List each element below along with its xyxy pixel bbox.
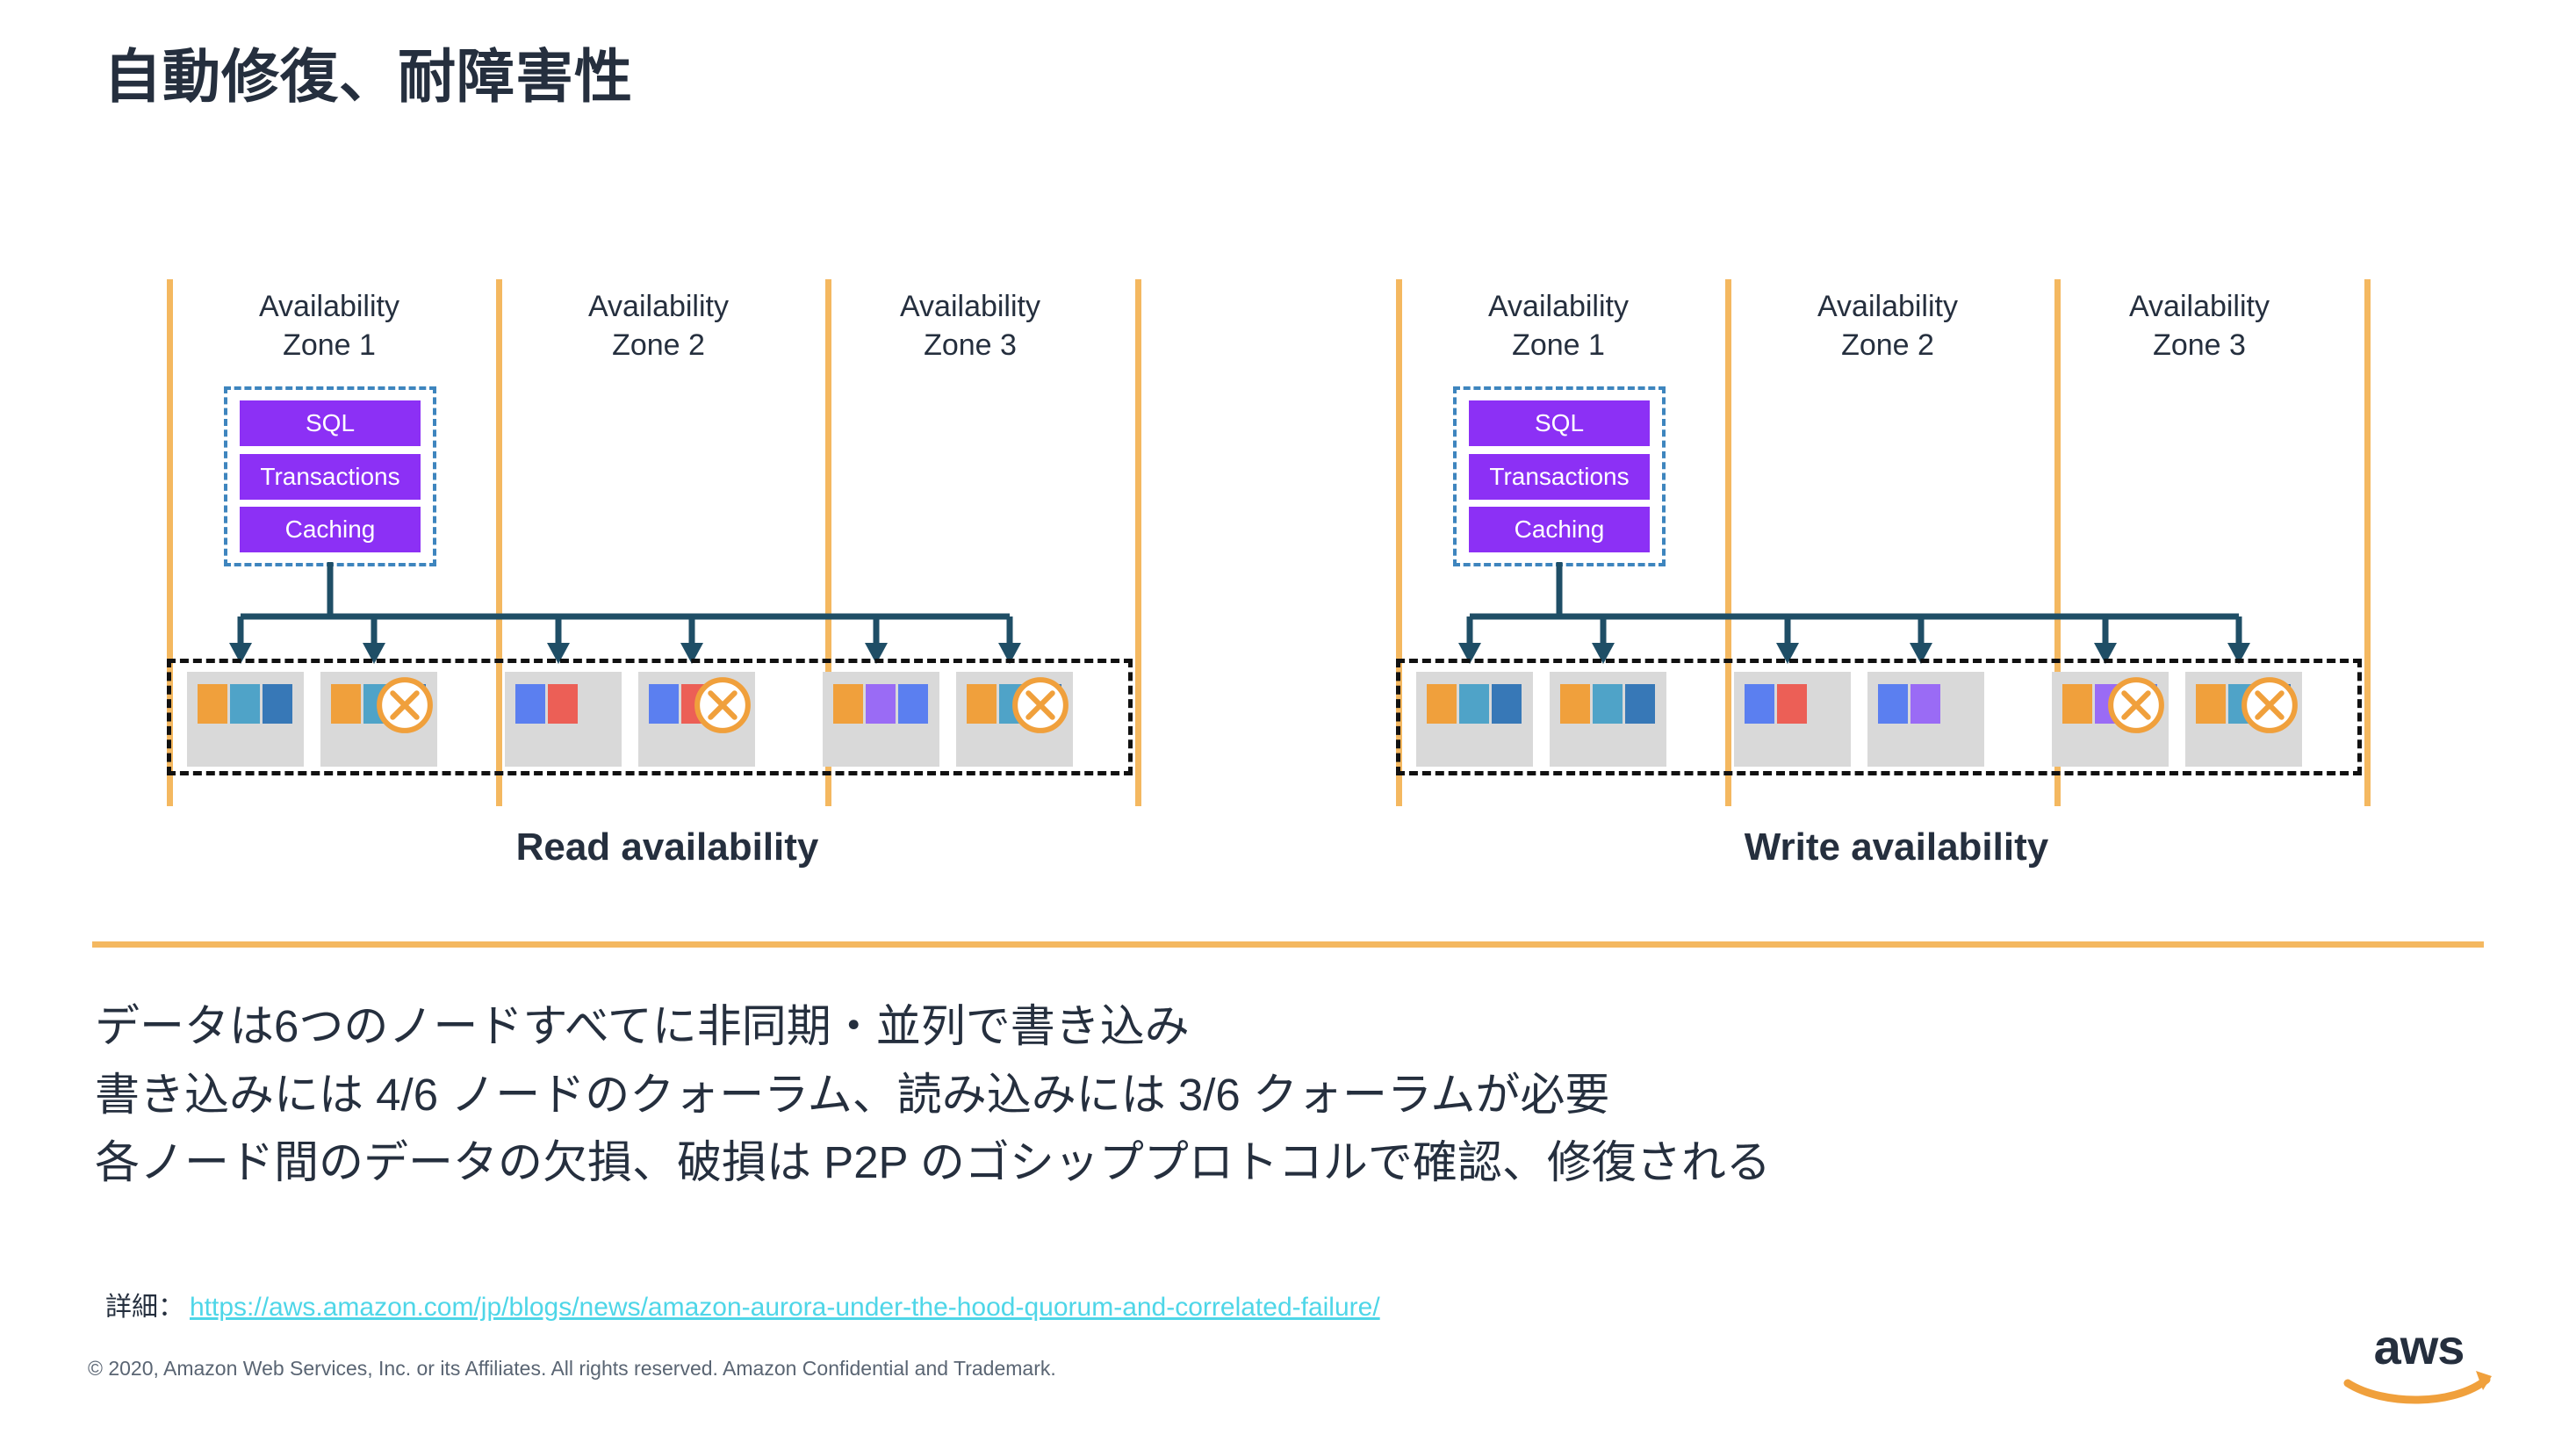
page-title: 自動修復、耐障害性: [104, 44, 633, 109]
storage-node: [1867, 672, 1984, 767]
az-divider-line: [1725, 279, 1731, 806]
node-segment-chip: [1459, 684, 1489, 724]
az-divider-line: [1396, 279, 1402, 806]
node-segment-chip: [2127, 684, 2157, 724]
reference-label: 詳細：: [105, 1293, 184, 1322]
compute-row-sql: SQL: [240, 400, 421, 446]
storage-node: [823, 672, 939, 767]
storage-node: [1416, 672, 1533, 767]
node-segment-chip: [898, 684, 928, 724]
node-segment-chip: [2095, 684, 2125, 724]
node-segment-chip: [1745, 684, 1774, 724]
node-segment-chip: [263, 684, 292, 724]
svg-text:aws: aws: [2374, 1319, 2464, 1374]
compute-row-caching: Caching: [240, 507, 421, 552]
az-divider-line: [167, 279, 173, 806]
compute-row-transactions: Transactions: [1469, 453, 1650, 500]
storage-node: [2185, 672, 2302, 767]
node-segment-chip: [515, 684, 545, 724]
node-segment-chip: [1032, 684, 1061, 724]
az-divider-line: [2054, 279, 2061, 806]
compute-row-sql: SQL: [1469, 400, 1650, 446]
body-line: 各ノード間のデータの欠損、破損は P2P のゴシッププロトコルで確認、修復される: [95, 1137, 1771, 1188]
body-line: データは6つのノードすべてに非同期・並列で書き込み: [95, 1001, 1190, 1051]
connector-tree: [1458, 562, 2250, 664]
node-segment-chip: [681, 684, 711, 724]
copyright-notice: © 2020, Amazon Web Services, Inc. or its…: [88, 1357, 1056, 1380]
storage-node: [320, 672, 437, 767]
node-segment-chip: [1910, 684, 1940, 724]
compute-row-caching: Caching: [1469, 507, 1650, 552]
node-segment-chip: [1625, 684, 1655, 724]
compute-row-transactions: Transactions: [240, 453, 421, 500]
node-segment-chip: [1777, 684, 1807, 724]
storage-node: [1550, 672, 1666, 767]
reference-url-link[interactable]: https://aws.amazon.com/jp/blogs/news/ama…: [190, 1293, 1380, 1322]
node-segment-chip: [999, 684, 1029, 724]
storage-node: [187, 672, 304, 767]
node-segment-chip: [331, 684, 361, 724]
storage-layer-box: [1396, 659, 2362, 775]
az-divider-line: [2364, 279, 2371, 806]
node-segment-chip: [649, 684, 679, 724]
storage-node: [1734, 672, 1851, 767]
node-segment-chip: [396, 684, 426, 724]
body-text-block: データは6つのノードすべてに非同期・並列で書き込み書き込みには 4/6 ノードの…: [95, 992, 1771, 1197]
node-segment-chip: [1492, 684, 1522, 724]
node-segment-chip: [1560, 684, 1590, 724]
node-segment-chip: [2261, 684, 2291, 724]
reference-link-row: 詳細： https://aws.amazon.com/jp/blogs/news…: [105, 1285, 1380, 1323]
az-divider-line: [1135, 279, 1141, 806]
connector-tree: [229, 562, 1021, 664]
node-segment-chip: [363, 684, 393, 724]
storage-node: [956, 672, 1073, 767]
storage-node: [505, 672, 622, 767]
caption-read-availability: Read availability: [515, 826, 819, 869]
az-divider-line: [496, 279, 502, 806]
node-segment-chip: [1427, 684, 1457, 724]
caption-write-availability: Write availability: [1744, 826, 2049, 869]
node-segment-chip: [2228, 684, 2258, 724]
aws-logo: aws: [2335, 1313, 2502, 1410]
storage-layer-box: [167, 659, 1133, 775]
node-segment-chip: [1593, 684, 1623, 724]
body-line: 書き込みには 4/6 ノードのクォーラム、読み込みには 3/6 クォーラムが必要: [95, 1069, 1610, 1120]
node-segment-chip: [2062, 684, 2092, 724]
node-segment-chip: [833, 684, 863, 724]
az-divider-line: [825, 279, 831, 806]
node-segment-chip: [548, 684, 578, 724]
node-segment-chip: [1878, 684, 1908, 724]
node-segment-chip: [866, 684, 896, 724]
node-segment-chip: [2196, 684, 2226, 724]
node-segment-chip: [198, 684, 227, 724]
section-divider: [92, 941, 2484, 948]
node-segment-chip: [230, 684, 260, 724]
storage-node: [638, 672, 755, 767]
node-segment-chip: [967, 684, 997, 724]
storage-node: [2052, 672, 2169, 767]
